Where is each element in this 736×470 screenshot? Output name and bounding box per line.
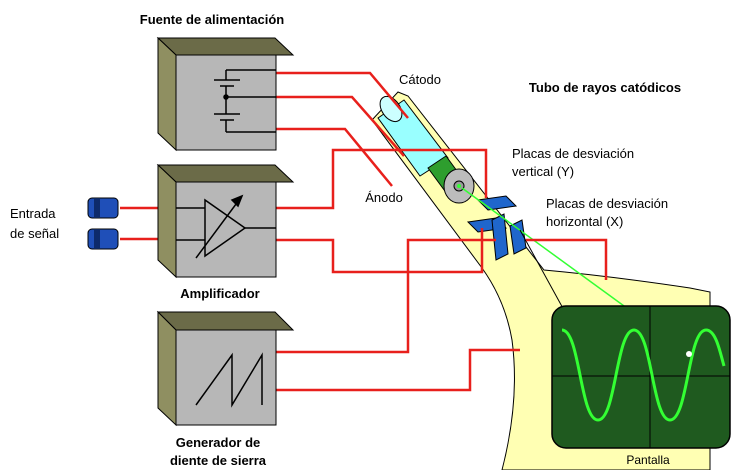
- sawtooth-generator-box: [156, 310, 295, 427]
- anode-label: Ánodo: [365, 190, 403, 205]
- beam-spot: [686, 351, 692, 357]
- sine-trace: [561, 328, 726, 422]
- screen-label: Pantalla: [626, 453, 670, 467]
- horizontal-plates-label-2: horizontal (X): [546, 214, 623, 229]
- wires: [120, 71, 608, 392]
- signal-input-label-1: Entrada: [10, 206, 56, 221]
- anode: [427, 155, 475, 204]
- vertical-plates-label-2: vertical (Y): [512, 164, 574, 179]
- sawtooth-label-1: Generador de: [176, 435, 261, 450]
- amplifier-label: Amplificador: [180, 286, 259, 301]
- screen: [551, 305, 731, 449]
- horizontal-deflection-plates: [491, 213, 527, 261]
- power-supply-label: Fuente de alimentación: [140, 12, 285, 27]
- sawtooth-label-2: diente de sierra: [170, 453, 267, 468]
- horizontal-plates-label-1: Placas de desviación: [546, 196, 668, 211]
- coax-connector-icon: [87, 197, 119, 250]
- signal-input-label-2: de señal: [10, 226, 59, 241]
- crt-label: Tubo de rayos catódicos: [529, 80, 681, 95]
- variable-amplifier-icon: [176, 194, 276, 259]
- vertical-plates-label-1: Placas de desviación: [512, 146, 634, 161]
- cathode-label: Cátodo: [399, 72, 441, 87]
- sawtooth-wave-icon: [195, 352, 263, 408]
- power-supply-box: [156, 36, 295, 152]
- amplifier-box: [156, 163, 295, 279]
- battery-icon: [214, 69, 276, 133]
